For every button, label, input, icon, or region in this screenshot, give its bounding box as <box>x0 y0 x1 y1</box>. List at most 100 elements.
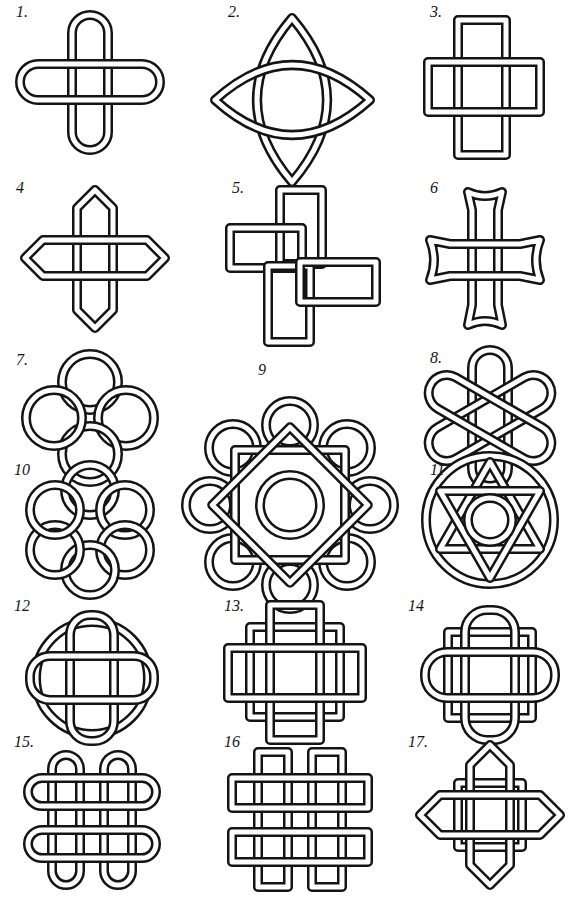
figure-number: 7. <box>16 352 28 368</box>
knot-10 <box>30 465 150 595</box>
figure-number: 14 <box>408 598 424 614</box>
knot-band <box>30 656 154 700</box>
knot-band <box>228 648 362 698</box>
knot-band <box>440 491 540 578</box>
knot-band <box>36 622 148 734</box>
figure-number: 2. <box>228 4 240 20</box>
knot-band <box>425 652 555 698</box>
figure-number: 13. <box>224 598 244 614</box>
knot-band <box>300 262 376 302</box>
knot-band <box>428 62 540 112</box>
knot-band <box>70 615 114 741</box>
figure-number: 16 <box>224 734 240 750</box>
knot-band <box>20 64 160 100</box>
figure-number: 8. <box>430 350 442 366</box>
figure-number: 5. <box>232 180 244 196</box>
knot-band <box>232 778 368 808</box>
knot-11 <box>426 456 554 584</box>
knot-band <box>468 498 512 542</box>
figure-number: 11 <box>430 462 445 478</box>
knot-band <box>30 485 80 535</box>
knot-band <box>426 456 554 584</box>
knot-band <box>26 390 82 446</box>
knot-band <box>20 64 160 100</box>
knot-band <box>470 745 510 885</box>
knot-band <box>430 240 540 280</box>
knot-band <box>270 605 320 740</box>
knot-band <box>458 20 506 155</box>
knot-band <box>250 627 340 717</box>
figure-number: 15. <box>14 734 34 750</box>
knot-band <box>232 832 368 862</box>
knot-band <box>28 778 156 806</box>
knot-4 <box>25 190 165 328</box>
knot-15 <box>28 755 156 885</box>
knot-band <box>440 491 540 578</box>
knot-band <box>212 427 368 583</box>
figure-number: 10 <box>14 462 30 478</box>
knot-5 <box>230 190 376 342</box>
knot-band <box>468 192 502 325</box>
knot-9 <box>186 401 394 609</box>
figure-number: 1. <box>16 4 28 20</box>
knot-band <box>70 615 114 741</box>
figure-number: 6 <box>430 180 438 196</box>
knot-band <box>72 15 108 150</box>
knot-16 <box>232 752 368 887</box>
knot-band <box>250 627 340 717</box>
knot-band <box>232 778 368 808</box>
knot-band <box>468 192 502 325</box>
figure-number: 9 <box>258 362 266 378</box>
knot-17 <box>420 745 560 885</box>
knot-band <box>465 610 515 740</box>
knot-band <box>257 18 327 182</box>
knot-band <box>232 832 368 862</box>
knot-band <box>36 622 148 734</box>
figure-number: 3. <box>430 4 442 20</box>
knot-band <box>425 652 555 698</box>
knot-band <box>458 20 506 155</box>
knot-band <box>428 62 540 112</box>
knot-band <box>440 462 540 549</box>
knot-band <box>215 65 370 135</box>
knot-band <box>77 190 113 328</box>
knot-band <box>26 390 82 446</box>
knot-band <box>77 190 113 328</box>
knot-band <box>28 778 156 806</box>
knot-14 <box>425 610 555 740</box>
knot-band <box>300 262 376 302</box>
knot-band <box>28 830 156 858</box>
knot-6 <box>430 192 540 325</box>
knot-3 <box>428 20 540 155</box>
knot-band <box>420 795 560 835</box>
knot-band <box>260 475 320 535</box>
knot-band <box>228 648 362 698</box>
knot-band <box>420 795 560 835</box>
knot-band <box>426 456 554 584</box>
knot-band <box>28 830 156 858</box>
figure-number: 12 <box>14 598 30 614</box>
knot-2 <box>215 18 370 182</box>
knot-band <box>257 18 327 182</box>
knot-12 <box>30 615 154 741</box>
figure-number: 17. <box>408 734 428 750</box>
knot-band <box>430 240 540 280</box>
knot-band <box>25 240 165 276</box>
knot-band <box>212 427 368 583</box>
knot-band <box>30 485 80 535</box>
knot-band <box>468 498 512 542</box>
knot-band <box>215 65 370 135</box>
knot-band <box>270 605 320 740</box>
knot-band <box>72 15 108 150</box>
knot-band <box>465 610 515 740</box>
knot-band <box>470 745 510 885</box>
knot-13 <box>228 605 362 740</box>
knot-band <box>260 475 320 535</box>
figure-number: 4 <box>16 180 24 196</box>
knot-band <box>30 656 154 700</box>
knot-band <box>440 462 540 549</box>
knot-band <box>25 240 165 276</box>
knot-1 <box>20 15 160 150</box>
